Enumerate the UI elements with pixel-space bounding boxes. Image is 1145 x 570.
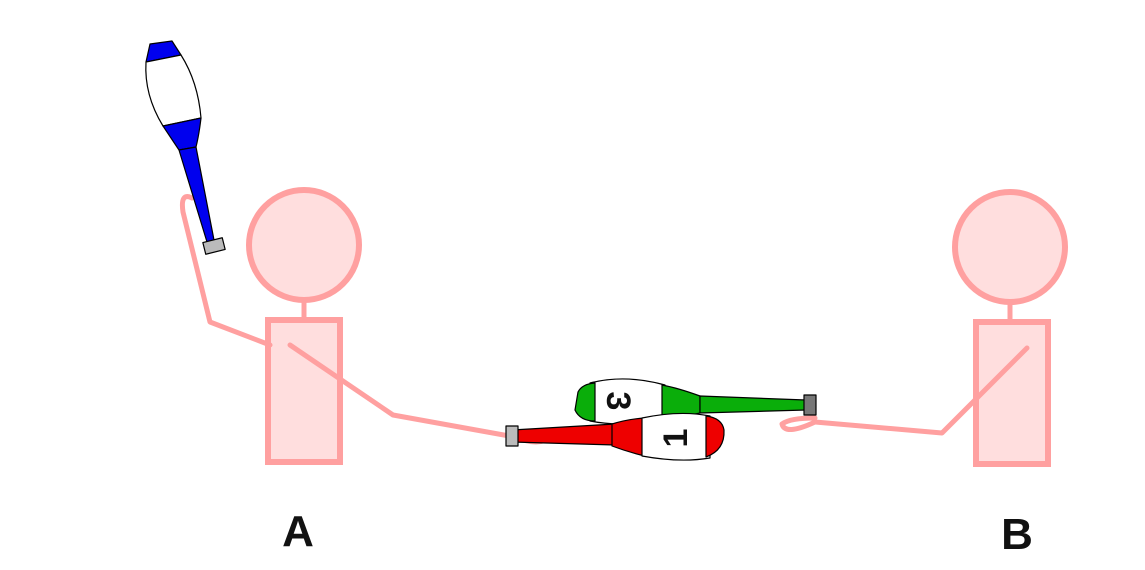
juggler-a-label: A (282, 507, 314, 556)
juggler-b-torso (973, 319, 1051, 467)
juggler-a-left-arm (179, 194, 273, 348)
juggler-a-torso (265, 317, 343, 465)
club-green-number: 3 (599, 392, 637, 411)
club-green-knob (803, 394, 817, 416)
club-red-white-body (641, 412, 711, 461)
juggler-a-right-arm (287, 342, 518, 440)
juggler-b-label: B (1001, 510, 1033, 559)
club-red-handle (511, 423, 616, 446)
club-blue-knob (202, 237, 226, 255)
club-red-knob (505, 425, 519, 447)
club-green-bottom (574, 382, 596, 422)
juggler-b (779, 189, 1068, 467)
juggler-b-arm (812, 345, 1030, 436)
club-red-bottom (705, 415, 725, 458)
juggler-b-hand (779, 415, 818, 432)
club-blue (145, 40, 226, 255)
club-green-handle (699, 395, 807, 414)
club-blue-white-body (145, 54, 202, 127)
club-red-number: 1 (657, 429, 695, 448)
club-blue-handle (178, 146, 215, 243)
juggler-a-head (246, 187, 362, 303)
juggler-b-head (952, 189, 1068, 305)
club-red-neck (611, 417, 646, 457)
juggler-a (179, 187, 555, 465)
club-red: 1 (505, 412, 725, 461)
